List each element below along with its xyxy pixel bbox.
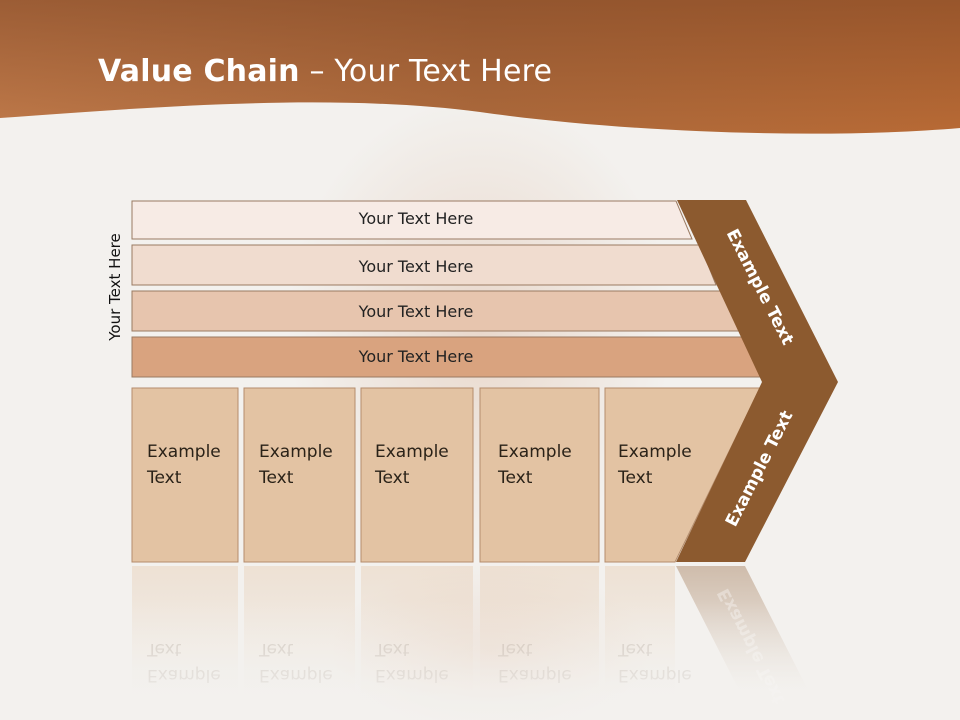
support-row-1: [131, 200, 693, 240]
slide-title: Value Chain – Your Text Here: [98, 54, 552, 89]
cell-line: Text: [498, 468, 533, 488]
primary-cell-4: [479, 387, 600, 563]
cell-line: Example: [618, 442, 692, 462]
primary-cell-5-label: Example Text: [618, 439, 692, 491]
cell-line: Text: [618, 468, 653, 488]
cell-line: Example: [375, 442, 449, 462]
reflection-fade: [0, 600, 960, 720]
primary-cell-1-label: Example Text: [147, 439, 221, 491]
title-strong: Value Chain: [98, 54, 300, 89]
cell-line: Text: [259, 468, 294, 488]
primary-cell-5: [604, 387, 761, 563]
primary-cell-2: [243, 387, 356, 563]
cell-line: Text: [147, 468, 182, 488]
cell-line: Example: [147, 442, 221, 462]
primary-cell-3-label: Example Text: [375, 439, 449, 491]
primary-cell-2-label: Example Text: [259, 439, 333, 491]
cell-line: Example: [259, 442, 333, 462]
margin-chevron: [676, 200, 838, 562]
primary-cell-1: [131, 387, 239, 563]
title-rest: – Your Text Here: [299, 54, 553, 89]
support-row-4-label: Your Text Here: [358, 347, 474, 366]
support-row-3-label: Your Text Here: [358, 302, 474, 321]
support-row-2: [131, 244, 717, 286]
cell-line: Text: [375, 468, 410, 488]
support-row-2-label: Your Text Here: [358, 257, 474, 276]
cell-line: Example: [498, 442, 572, 462]
primary-cell-4-label: Example Text: [498, 439, 572, 491]
header-band: [0, 0, 960, 134]
support-row-1-label: Your Text Here: [358, 209, 474, 228]
primary-cell-3: [360, 387, 474, 563]
